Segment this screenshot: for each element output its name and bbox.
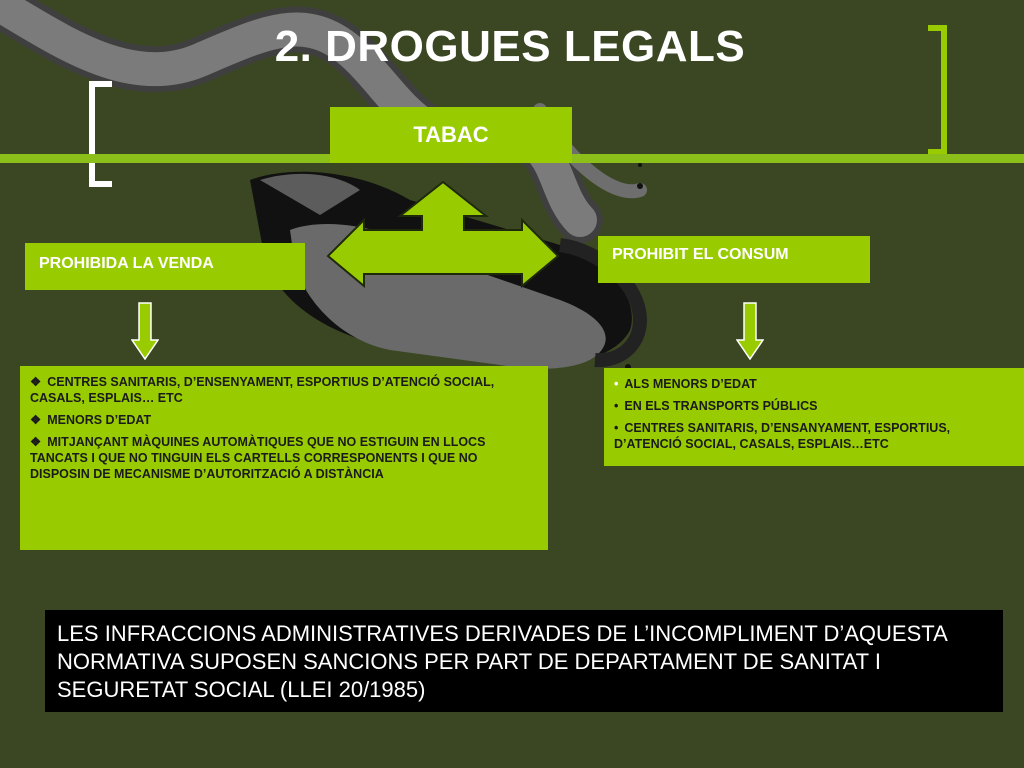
- bullet-icon: •: [614, 377, 619, 391]
- tabac-label: TABAC: [413, 122, 489, 147]
- prohibida-venda-box: PROHIBIDA LA VENDA: [25, 243, 305, 290]
- prohibida-venda-label: PROHIBIDA LA VENDA: [39, 255, 214, 272]
- down-arrow-icon: [736, 302, 764, 360]
- prohibit-consum-box: PROHIBIT EL CONSUM: [598, 236, 870, 283]
- list-item: •CENTRES SANITARIS, D’ENSANYAMENT, ESPOR…: [614, 421, 951, 451]
- bullet-icon: ❖: [30, 375, 42, 389]
- dot: [638, 163, 642, 167]
- bracket-right: [928, 25, 947, 155]
- bullet-icon: ❖: [30, 435, 42, 449]
- list-item: •ALS MENORS D’EDAT: [614, 377, 757, 391]
- bullet-icon: •: [614, 399, 619, 413]
- list-item: •EN ELS TRANSPORTS PÚBLICS: [614, 399, 818, 413]
- tabac-box: TABAC: [330, 107, 572, 163]
- sanctions-notice: LES INFRACCIONS ADMINISTRATIVES DERIVADE…: [45, 610, 1003, 712]
- three-way-arrow-icon: [326, 180, 560, 289]
- list-item: ❖MITJANÇANT MÀQUINES AUTOMÀTIQUES QUE NO…: [30, 435, 486, 481]
- cigarette-tip-ash: [558, 238, 648, 368]
- dot: [637, 183, 643, 189]
- bracket-left: [89, 81, 112, 187]
- bullet-icon: ❖: [30, 413, 42, 427]
- down-arrow-icon: [131, 302, 159, 360]
- bullet-icon: •: [614, 421, 619, 435]
- page-title: 2. DROGUES LEGALS: [274, 22, 746, 71]
- prohibit-consum-label: PROHIBIT EL CONSUM: [612, 246, 789, 263]
- list-item: ❖CENTRES SANITARIS, D’ENSENYAMENT, ESPOR…: [30, 375, 495, 405]
- consum-list: •ALS MENORS D’EDAT •EN ELS TRANSPORTS PÚ…: [604, 368, 1024, 466]
- cigarette-filter: [260, 173, 360, 215]
- venda-list: ❖CENTRES SANITARIS, D’ENSENYAMENT, ESPOR…: [20, 366, 548, 550]
- list-item: ❖MENORS D’EDAT: [30, 413, 152, 427]
